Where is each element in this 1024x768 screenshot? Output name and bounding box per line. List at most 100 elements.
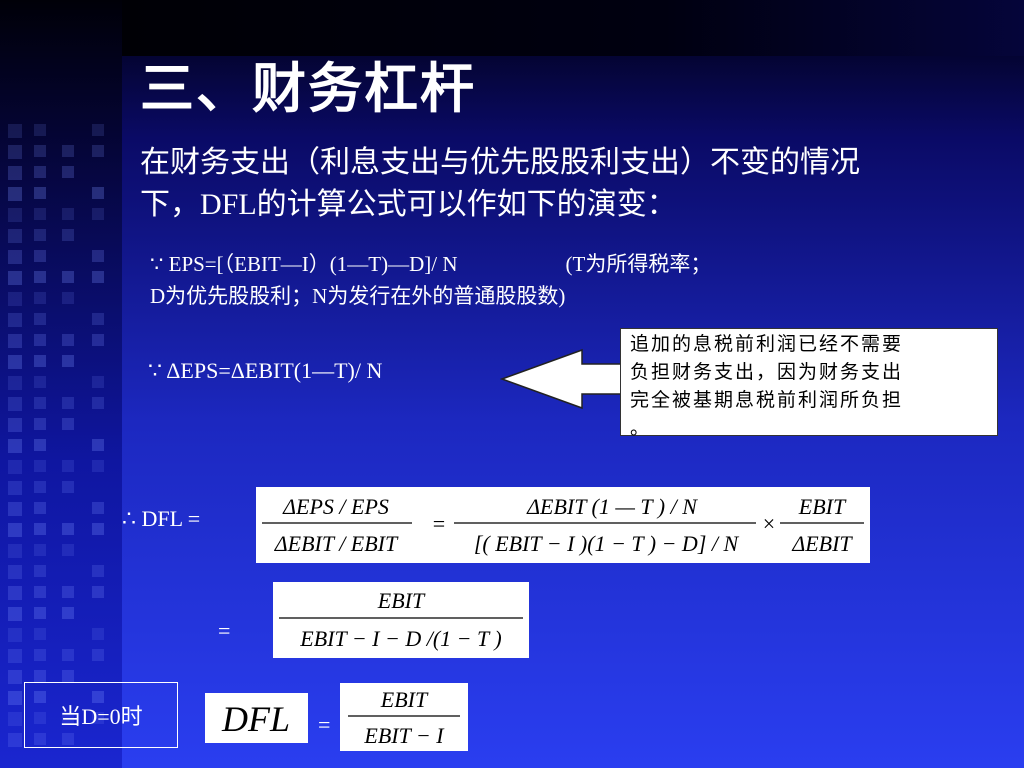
decor-square: [62, 166, 74, 178]
formula2-numerator: EBIT: [377, 588, 426, 613]
decor-square: [34, 292, 46, 304]
decor-square: [8, 523, 22, 537]
decor-square: [34, 187, 46, 199]
decor-square: [62, 712, 74, 724]
decor-square: [92, 145, 104, 157]
decor-square: [62, 670, 74, 682]
decor-square: [8, 229, 22, 243]
decor-square: [92, 208, 104, 220]
decor-square: [34, 313, 46, 325]
decor-square: [92, 586, 104, 598]
decor-square: [34, 418, 46, 430]
decor-square: [8, 250, 22, 264]
decor-square: [62, 481, 74, 493]
decor-square: [8, 292, 22, 306]
decor-square: [62, 292, 74, 304]
callout-line: 追加的息税前利润已经不需要: [630, 333, 904, 355]
decor-square: [8, 607, 22, 621]
callout-box: [620, 328, 998, 436]
decor-square: [8, 313, 22, 327]
decor-square: [34, 628, 46, 640]
decor-square: [8, 418, 22, 432]
decor-square: [92, 250, 104, 262]
decor-square: [34, 124, 46, 136]
decor-square: [34, 586, 46, 598]
top-decor-band: [122, 0, 1024, 56]
decor-square: [8, 544, 22, 558]
decor-square: [8, 733, 22, 747]
decor-square: [8, 586, 22, 600]
decor-square: [8, 460, 22, 474]
dfl-formula-expanded: ΔEPS / EPS ΔEBIT / EBIT = ΔEBIT (1 — T )…: [256, 487, 870, 563]
decor-square: [8, 649, 22, 663]
decor-square: [34, 607, 46, 619]
decor-square: [92, 565, 104, 577]
callout-line: 。: [630, 417, 652, 439]
decor-square: [62, 208, 74, 220]
decor-square: [62, 733, 74, 745]
decor-square: [34, 145, 46, 157]
delta-eps-formula: ∵ ΔEPS=ΔEBIT(1—T)/ N: [148, 358, 383, 383]
decor-square: [8, 187, 22, 201]
frac1-numerator: ΔEPS / EPS: [282, 494, 389, 519]
decor-square: [34, 565, 46, 577]
formula2-denominator: EBIT − I − D /(1 − T ): [299, 626, 501, 651]
formula3-numerator: EBIT: [380, 687, 429, 712]
decor-square: [92, 271, 104, 283]
decor-square: [92, 523, 104, 535]
left-decor-strip: [0, 0, 122, 768]
dfl-formula-simplified: EBIT EBIT − I − D /(1 − T ): [273, 582, 529, 658]
decor-square: [34, 733, 46, 745]
decor-square: [8, 271, 22, 285]
decor-square: [8, 124, 22, 138]
decor-square: [92, 439, 104, 451]
therefore-dfl-label: ∴ DFL =: [122, 506, 201, 531]
equals-sign-2: =: [218, 618, 231, 643]
dfl-symbol-box: DFL: [205, 693, 308, 743]
left-arrow-icon: [500, 348, 623, 410]
decor-square: [62, 586, 74, 598]
decor-square: [34, 649, 46, 661]
decor-square: [8, 397, 22, 411]
frac2-numerator: ΔEBIT (1 — T ) / N: [526, 494, 698, 519]
decor-square: [34, 460, 46, 472]
decor-square: [34, 271, 46, 283]
callout-line: 完全被基期息税前利润所负担: [630, 389, 904, 411]
decor-square: [34, 355, 46, 367]
decor-square: [34, 670, 46, 682]
decor-square: [8, 166, 22, 180]
decor-square: [34, 691, 46, 703]
decor-square: [8, 502, 22, 516]
formula3-denominator: EBIT − I: [363, 723, 445, 748]
decor-square: [62, 418, 74, 430]
equals-sign: =: [433, 511, 445, 536]
condition-d-zero-box: 当D=0时: [24, 682, 178, 748]
decor-square: [92, 313, 104, 325]
decor-square: [92, 649, 104, 661]
callout-text: 追加的息税前利润已经不需要 负担财务支出，因为财务支出 完全被基期息税前利润所负…: [630, 330, 994, 442]
decor-square: [8, 691, 22, 705]
frac2-denominator: [( EBIT − I )(1 − T ) − D] / N: [474, 531, 740, 556]
decor-square: [62, 649, 74, 661]
decor-square: [92, 334, 104, 346]
decor-square: [34, 712, 46, 724]
eps-formula: ∵ EPS=[（EBIT—I）(1—T)—D]/ N: [150, 252, 458, 276]
decor-square: [8, 481, 22, 495]
decor-square: [62, 607, 74, 619]
decor-square: [92, 502, 104, 514]
dfl-symbol: DFL: [221, 699, 290, 739]
decor-square: [8, 376, 22, 390]
decor-square: [34, 334, 46, 346]
tax-rate-note: (T为所得税率；: [565, 252, 712, 276]
frac1-denominator: ΔEBIT / EBIT: [274, 531, 399, 556]
decor-square: [62, 397, 74, 409]
times-sign: ×: [763, 511, 775, 536]
decor-square: [62, 229, 74, 241]
decor-square: [62, 523, 74, 535]
decor-square: [92, 691, 104, 703]
decor-squares: [0, 0, 122, 768]
decor-square: [8, 208, 22, 222]
decor-square: [34, 250, 46, 262]
decor-square: [34, 397, 46, 409]
